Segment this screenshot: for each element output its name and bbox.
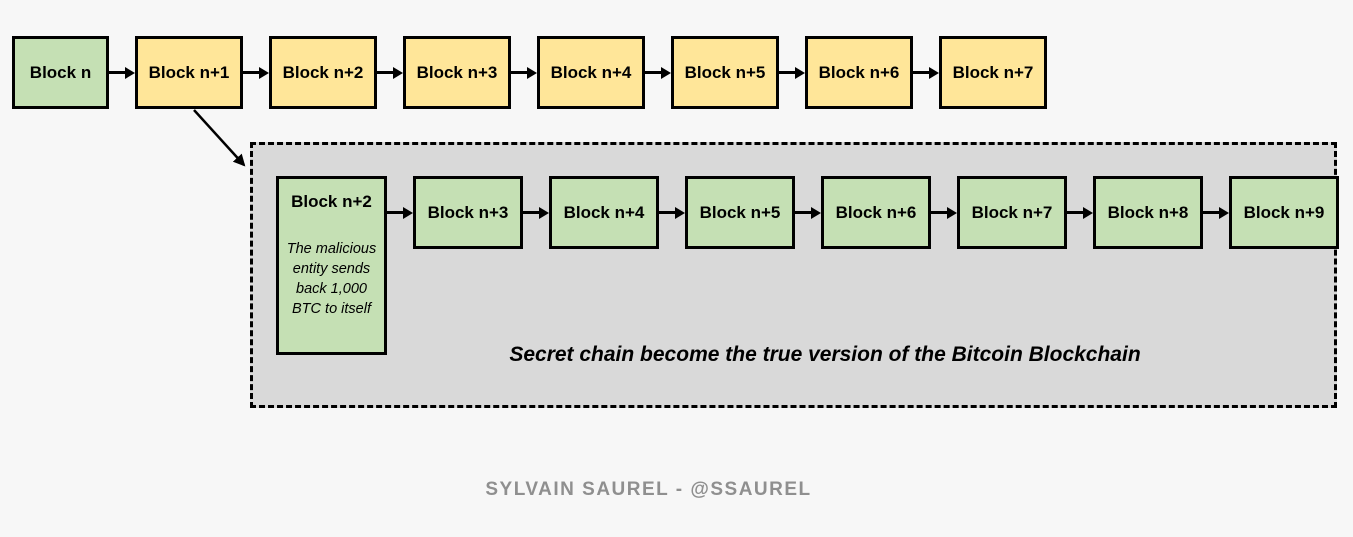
block-label: Block n+3 [427, 202, 509, 222]
main-block-n7: Block n+7 [939, 36, 1047, 109]
block-label: Block n+8 [1107, 202, 1189, 222]
block-label: Block n+5 [684, 62, 766, 82]
main-block-n4: Block n+4 [537, 36, 645, 109]
secret-block-n2-malicious: Block n+2 The malicious entity sends bac… [276, 176, 387, 355]
block-label: Block n+6 [835, 202, 917, 222]
block-label: Block n+7 [971, 202, 1053, 222]
arrow-right-icon [511, 36, 537, 109]
arrow-right-icon [659, 176, 685, 249]
arrow-right-icon [377, 36, 403, 109]
arrow-right-icon [523, 176, 549, 249]
block-label: Block n+4 [563, 202, 645, 222]
block-label: Block n+5 [699, 202, 781, 222]
arrow-right-icon [913, 36, 939, 109]
block-label: Block n+6 [818, 62, 900, 82]
block-label: Block n+9 [1243, 202, 1325, 222]
secret-chain-row: Block n+2 The malicious entity sends bac… [276, 176, 1339, 355]
secret-block-n3: Block n+3 [413, 176, 523, 249]
secret-block-n9: Block n+9 [1229, 176, 1339, 249]
secret-block-n8: Block n+8 [1093, 176, 1203, 249]
arrow-right-icon [645, 36, 671, 109]
footer-credit: SYLVAIN SAUREL - @SSAUREL [485, 479, 812, 500]
secret-chain-box: Block n+2 The malicious entity sends bac… [250, 142, 1339, 408]
block-label: Block n+4 [550, 62, 632, 82]
secret-block-n4: Block n+4 [549, 176, 659, 249]
malicious-note: The malicious entity sends back 1,000 BT… [286, 241, 377, 317]
block-label: Block n+2 [282, 62, 364, 82]
arrow-right-icon [243, 36, 269, 109]
main-block-n1: Block n+1 [135, 36, 243, 109]
block-label: Block n+7 [952, 62, 1034, 82]
main-chain-row: Block n Block n+1 Block n+2 Block n+3 Bl… [12, 36, 1047, 109]
main-block-n: Block n [12, 36, 109, 109]
arrow-right-icon [795, 176, 821, 249]
arrow-right-icon [779, 36, 805, 109]
arrow-right-icon [1067, 176, 1093, 249]
arrow-right-icon [387, 176, 413, 249]
main-block-n6: Block n+6 [805, 36, 913, 109]
block-label: Block n+3 [416, 62, 498, 82]
block-label: Block n+1 [148, 62, 230, 82]
block-label: Block n+2 [291, 192, 372, 211]
main-block-n3: Block n+3 [403, 36, 511, 109]
block-label: Block n [29, 62, 92, 82]
secret-chain-caption: Secret chain become the true version of … [509, 343, 1141, 366]
main-block-n5: Block n+5 [671, 36, 779, 109]
arrow-right-icon [931, 176, 957, 249]
secret-block-n6: Block n+6 [821, 176, 931, 249]
arrow-right-icon [1203, 176, 1229, 249]
arrow-right-icon [109, 36, 135, 109]
secret-block-n5: Block n+5 [685, 176, 795, 249]
main-block-n2: Block n+2 [269, 36, 377, 109]
secret-block-n7: Block n+7 [957, 176, 1067, 249]
